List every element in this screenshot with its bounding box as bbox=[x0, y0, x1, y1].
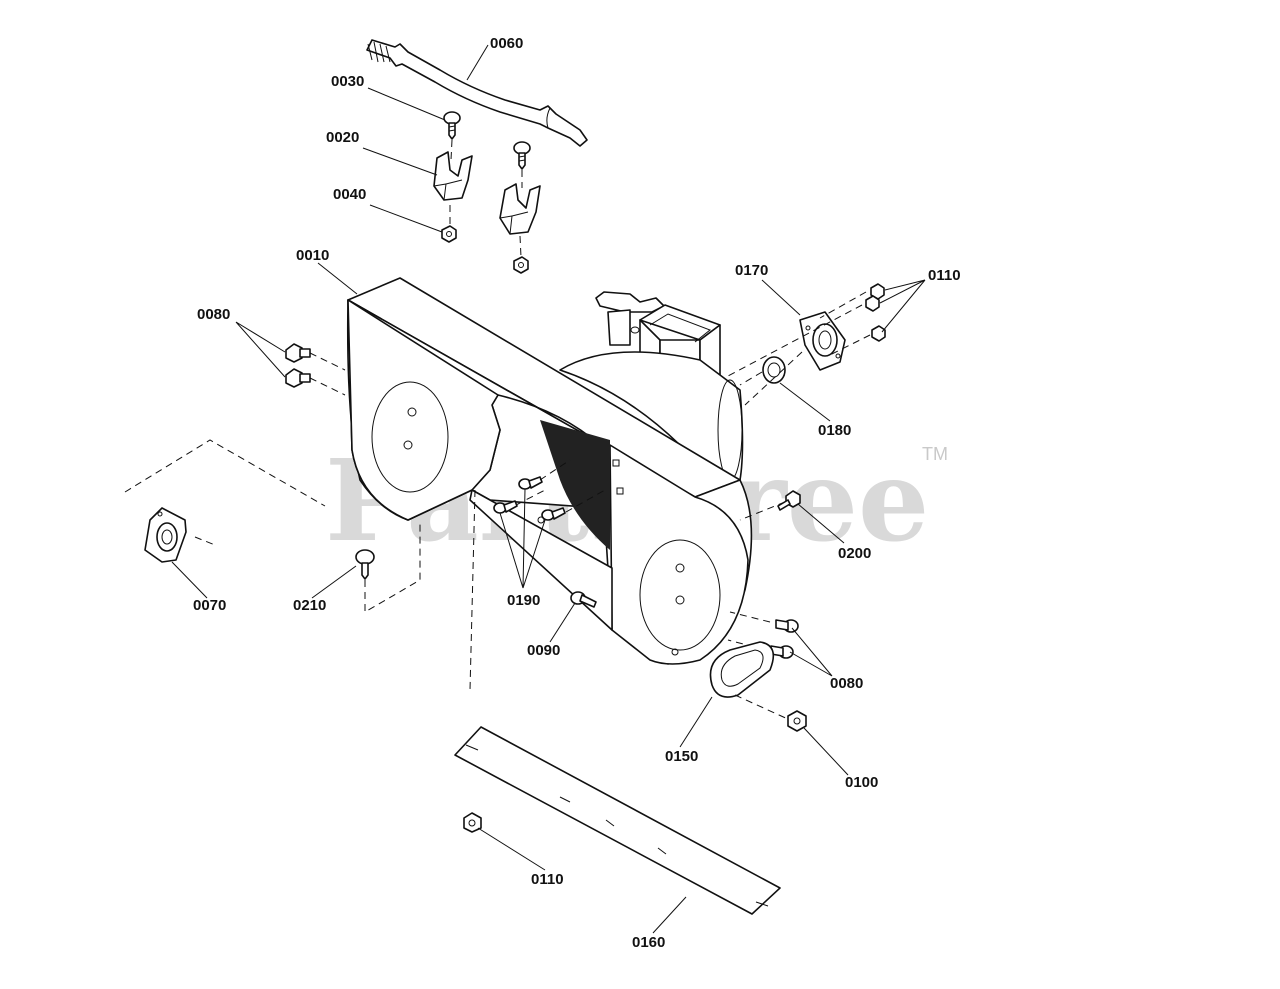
label-0070: 0070 bbox=[193, 597, 226, 614]
plate-0150-part[interactable] bbox=[709, 641, 775, 698]
scraper-bar-0160-part[interactable] bbox=[454, 726, 781, 915]
bolt-0190-lower-left-part[interactable] bbox=[493, 500, 518, 514]
bolt-0190-lower-right-part[interactable] bbox=[541, 507, 566, 521]
bolt-0080-right-upper-part[interactable] bbox=[775, 619, 799, 633]
nut-0100-part[interactable] bbox=[787, 710, 807, 732]
label-0080-left: 0080 bbox=[197, 306, 230, 323]
bearing-0180-part[interactable] bbox=[762, 356, 786, 384]
label-0080-right: 0080 bbox=[830, 675, 863, 692]
screw-0030-part[interactable] bbox=[443, 111, 461, 140]
nut-0110-upper-2-part[interactable] bbox=[865, 295, 880, 312]
label-0170: 0170 bbox=[735, 262, 768, 279]
watermark-trademark: TM bbox=[922, 444, 948, 464]
label-0150: 0150 bbox=[665, 748, 698, 765]
label-0160: 0160 bbox=[632, 934, 665, 951]
label-0190: 0190 bbox=[507, 592, 540, 609]
bolt-0080-left-upper-part[interactable] bbox=[285, 343, 311, 363]
label-0020: 0020 bbox=[326, 129, 359, 146]
bracket-0020-part[interactable] bbox=[433, 151, 473, 201]
label-0060: 0060 bbox=[490, 35, 523, 52]
carriage-bolt-0210-part[interactable] bbox=[355, 549, 375, 580]
screw-0200-part[interactable] bbox=[777, 490, 801, 511]
bolt-0080-left-lower-part[interactable] bbox=[285, 368, 311, 388]
label-0010: 0010 bbox=[296, 247, 329, 264]
nut-right-part[interactable] bbox=[513, 256, 529, 274]
bearing-housing-0070-part[interactable] bbox=[144, 507, 187, 563]
label-0200: 0200 bbox=[838, 545, 871, 562]
label-0040: 0040 bbox=[333, 186, 366, 203]
label-0110-upper: 0110 bbox=[928, 267, 961, 284]
bolt-0190-upper-part[interactable] bbox=[518, 476, 543, 490]
bracket-right-part[interactable] bbox=[499, 183, 541, 235]
nut-0110-lower-part[interactable] bbox=[463, 812, 482, 833]
flange-0170-part[interactable] bbox=[799, 311, 846, 371]
nut-0040-part[interactable] bbox=[441, 225, 457, 243]
chute-crank-rod-part[interactable] bbox=[366, 39, 588, 147]
bolt-0090-part[interactable] bbox=[570, 591, 597, 608]
nut-0110-upper-3-part[interactable] bbox=[871, 325, 886, 342]
auger-housing-part[interactable] bbox=[346, 277, 753, 665]
screw-crank-right-part[interactable] bbox=[513, 141, 531, 170]
bolt-0080-right-lower-part[interactable] bbox=[770, 645, 794, 659]
label-0100: 0100 bbox=[845, 774, 878, 791]
label-0210: 0210 bbox=[293, 597, 326, 614]
label-0180: 0180 bbox=[818, 422, 851, 439]
nut-0110-upper-1-part[interactable] bbox=[870, 283, 885, 300]
label-0110-lower: 0110 bbox=[531, 871, 564, 888]
label-0030: 0030 bbox=[331, 73, 364, 90]
label-0090: 0090 bbox=[527, 642, 560, 659]
